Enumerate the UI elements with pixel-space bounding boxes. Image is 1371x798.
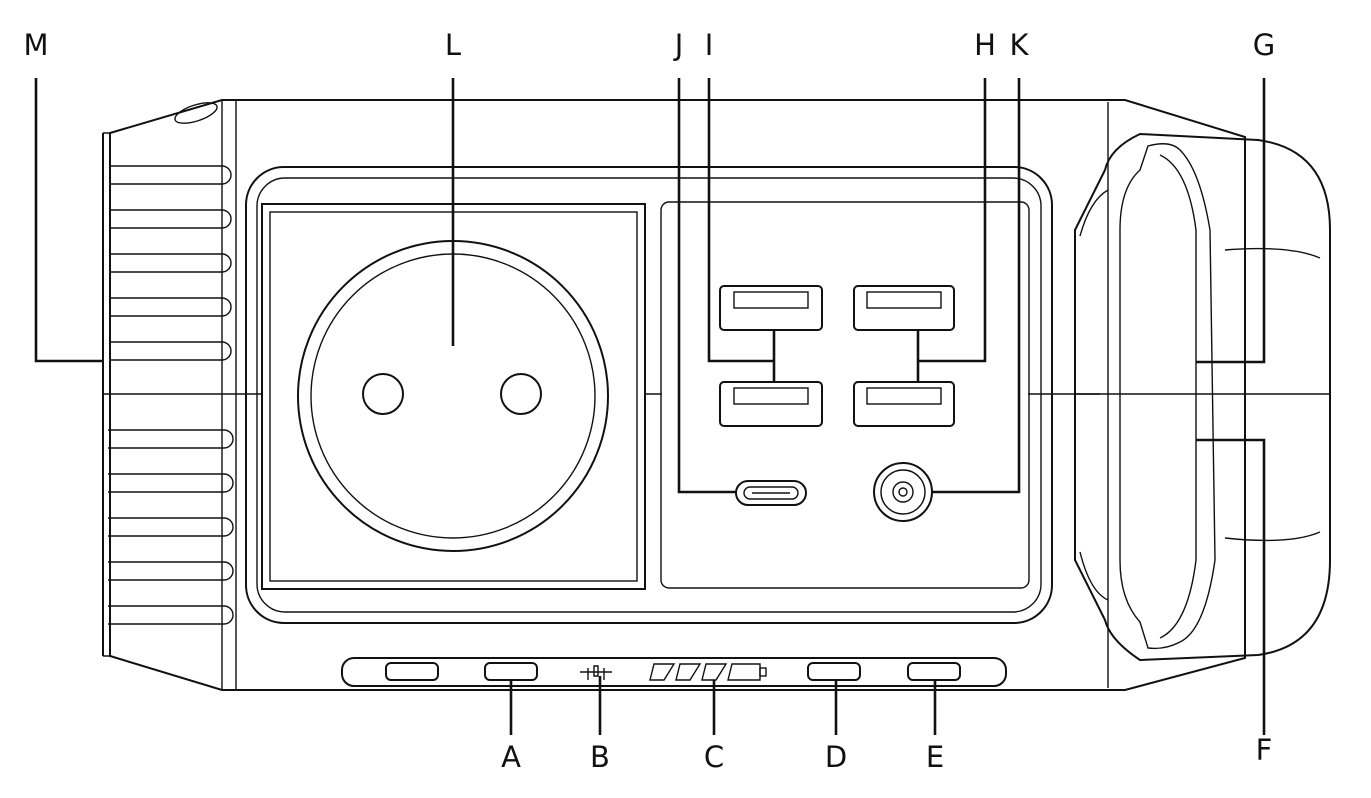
callout-labels: M L J I H K G F A B C D E — [23, 28, 1275, 774]
button-a — [484, 662, 538, 681]
device-body — [102, 99, 1246, 691]
usb-panel — [660, 201, 1030, 589]
callout-k: K — [1009, 28, 1029, 62]
plug-icon — [580, 665, 612, 680]
callout-m: M — [23, 28, 48, 62]
usb-a-port-top-right — [853, 285, 955, 331]
usb-a-port-bottom-right — [853, 381, 955, 427]
button-unlabeled — [385, 662, 439, 681]
button-d — [807, 662, 861, 681]
callout-g: G — [1253, 28, 1275, 62]
usb-a-port-top-left — [719, 285, 823, 331]
callout-b: B — [590, 740, 610, 774]
callout-i: I — [705, 28, 714, 62]
usb-a-port-bottom-left — [719, 381, 823, 427]
dc-port — [873, 462, 933, 522]
battery-level-icon — [649, 663, 767, 681]
outlet-pin-hole-left — [362, 373, 404, 415]
front-panel — [245, 166, 1053, 624]
callout-c: C — [704, 740, 724, 774]
callout-d: D — [825, 740, 847, 774]
cooling-vents — [108, 165, 234, 625]
usb-c-port — [735, 480, 807, 506]
callout-j: J — [673, 28, 684, 62]
outlet-pin-hole-right — [500, 373, 542, 415]
control-bar — [341, 657, 1007, 687]
callout-h: H — [974, 28, 996, 62]
callout-f: F — [1256, 733, 1273, 767]
callout-a: A — [501, 740, 521, 774]
callout-l: L — [445, 28, 461, 62]
button-e — [907, 662, 961, 681]
leader-lines — [34, 78, 1266, 735]
callout-e: E — [926, 740, 944, 774]
carry-handle — [1074, 132, 1331, 662]
